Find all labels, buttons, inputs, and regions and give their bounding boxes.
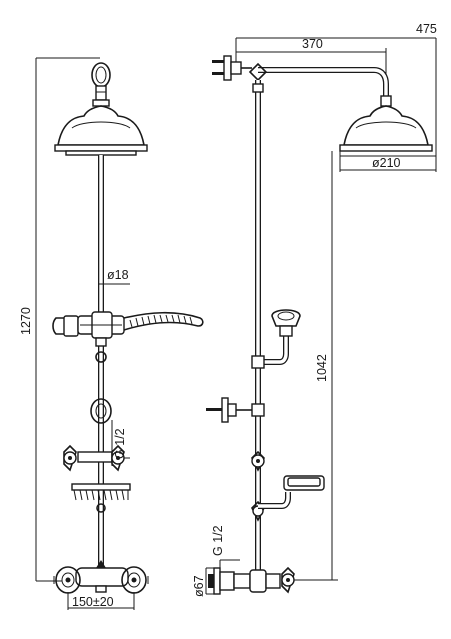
dimension-total-height: 1270 (19, 57, 100, 582)
dimension-pipe-diameter: ø18 (98, 268, 130, 285)
dimension-thread-front-label: G 1/2 (113, 428, 127, 459)
shower-head-front (54, 105, 148, 156)
diverter-valve-side (251, 450, 265, 522)
front-view: 1270 ø18 (19, 57, 204, 610)
side-view: 475 370 (192, 22, 437, 597)
wall-bracket-side (206, 397, 265, 423)
dimension-total-height-label: 1270 (19, 307, 33, 335)
dimension-arm-length-label: 370 (302, 37, 323, 51)
wall-mount-top-side (212, 55, 252, 81)
shelf-grille-front (71, 483, 131, 513)
dimension-head-to-outlet: 1042 (290, 151, 338, 581)
dimension-inlet-spacing: 150±20 (67, 592, 135, 610)
riser-pipe-side (252, 80, 264, 572)
dimension-overall-width: 475 (235, 22, 437, 156)
dimension-head-to-outlet-label: 1042 (315, 354, 329, 382)
shower-head-side: ø210 (339, 95, 437, 172)
wall-bracket-front (90, 398, 112, 424)
dimension-pipe-diameter-label: ø18 (107, 268, 129, 282)
dimension-escutcheon-diameter: ø67 (192, 567, 214, 597)
dimension-escutcheon-diameter-label: ø67 (192, 575, 206, 597)
mixer-outlet-side: G 1/2 (208, 525, 295, 595)
dimension-inlet-spacing-label: 150±20 (72, 595, 114, 609)
handshower-front (52, 311, 204, 363)
dimension-overall-width-label: 475 (416, 22, 437, 36)
handshower-holder-side (251, 309, 301, 369)
dimension-thread-side-label: G 1/2 (211, 525, 225, 556)
thermostatic-mixer-front (53, 560, 149, 594)
dimension-head-diameter-label: ø210 (372, 156, 401, 170)
soap-dish-side (258, 475, 325, 509)
shower-arm-side (248, 62, 389, 96)
diverter-valve-front: G 1/2 (63, 420, 130, 472)
shower-head-hanger (91, 62, 111, 107)
